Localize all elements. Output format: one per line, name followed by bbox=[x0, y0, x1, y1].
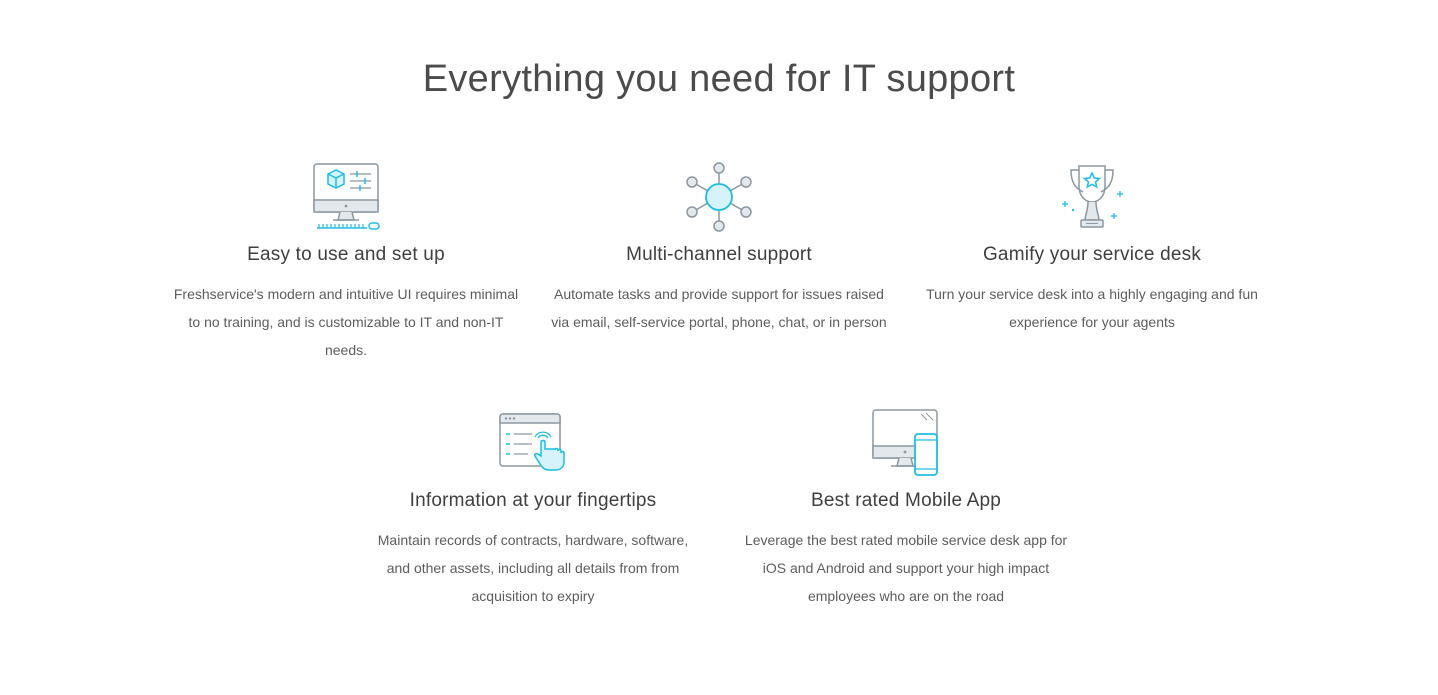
feature-title: Multi-channel support bbox=[626, 244, 812, 265]
feature-gamify: Gamify your service desk Turn your servi… bbox=[911, 162, 1273, 336]
feature-description: Freshservice's modern and intuitive UI r… bbox=[173, 286, 519, 358]
network-hub-icon bbox=[538, 162, 900, 232]
feature-multichannel: Multi-channel support Automate tasks and… bbox=[538, 162, 900, 336]
browser-click-icon bbox=[352, 408, 714, 478]
feature-mobile-app: Best rated Mobile App Leverage the best … bbox=[725, 408, 1087, 610]
page-title: Everything you need for IT support bbox=[422, 58, 1016, 100]
feature-description: Leverage the best rated mobile service d… bbox=[744, 532, 1068, 604]
feature-description: Turn your service desk into a highly eng… bbox=[926, 286, 1258, 330]
desktop-mobile-icon bbox=[725, 408, 1087, 478]
feature-title: Information at your fingertips bbox=[409, 490, 657, 511]
feature-description: Maintain records of contracts, hardware,… bbox=[377, 532, 689, 604]
feature-fingertips: Information at your fingertips Maintain … bbox=[352, 408, 714, 610]
feature-easy-setup: Easy to use and set up Freshservice's mo… bbox=[165, 162, 527, 364]
feature-title: Best rated Mobile App bbox=[810, 490, 1002, 511]
feature-description: Automate tasks and provide support for i… bbox=[551, 286, 887, 330]
trophy-icon bbox=[911, 162, 1273, 232]
feature-title: Easy to use and set up bbox=[247, 244, 445, 265]
monitor-settings-icon bbox=[165, 162, 527, 232]
feature-title: Gamify your service desk bbox=[982, 244, 1202, 265]
